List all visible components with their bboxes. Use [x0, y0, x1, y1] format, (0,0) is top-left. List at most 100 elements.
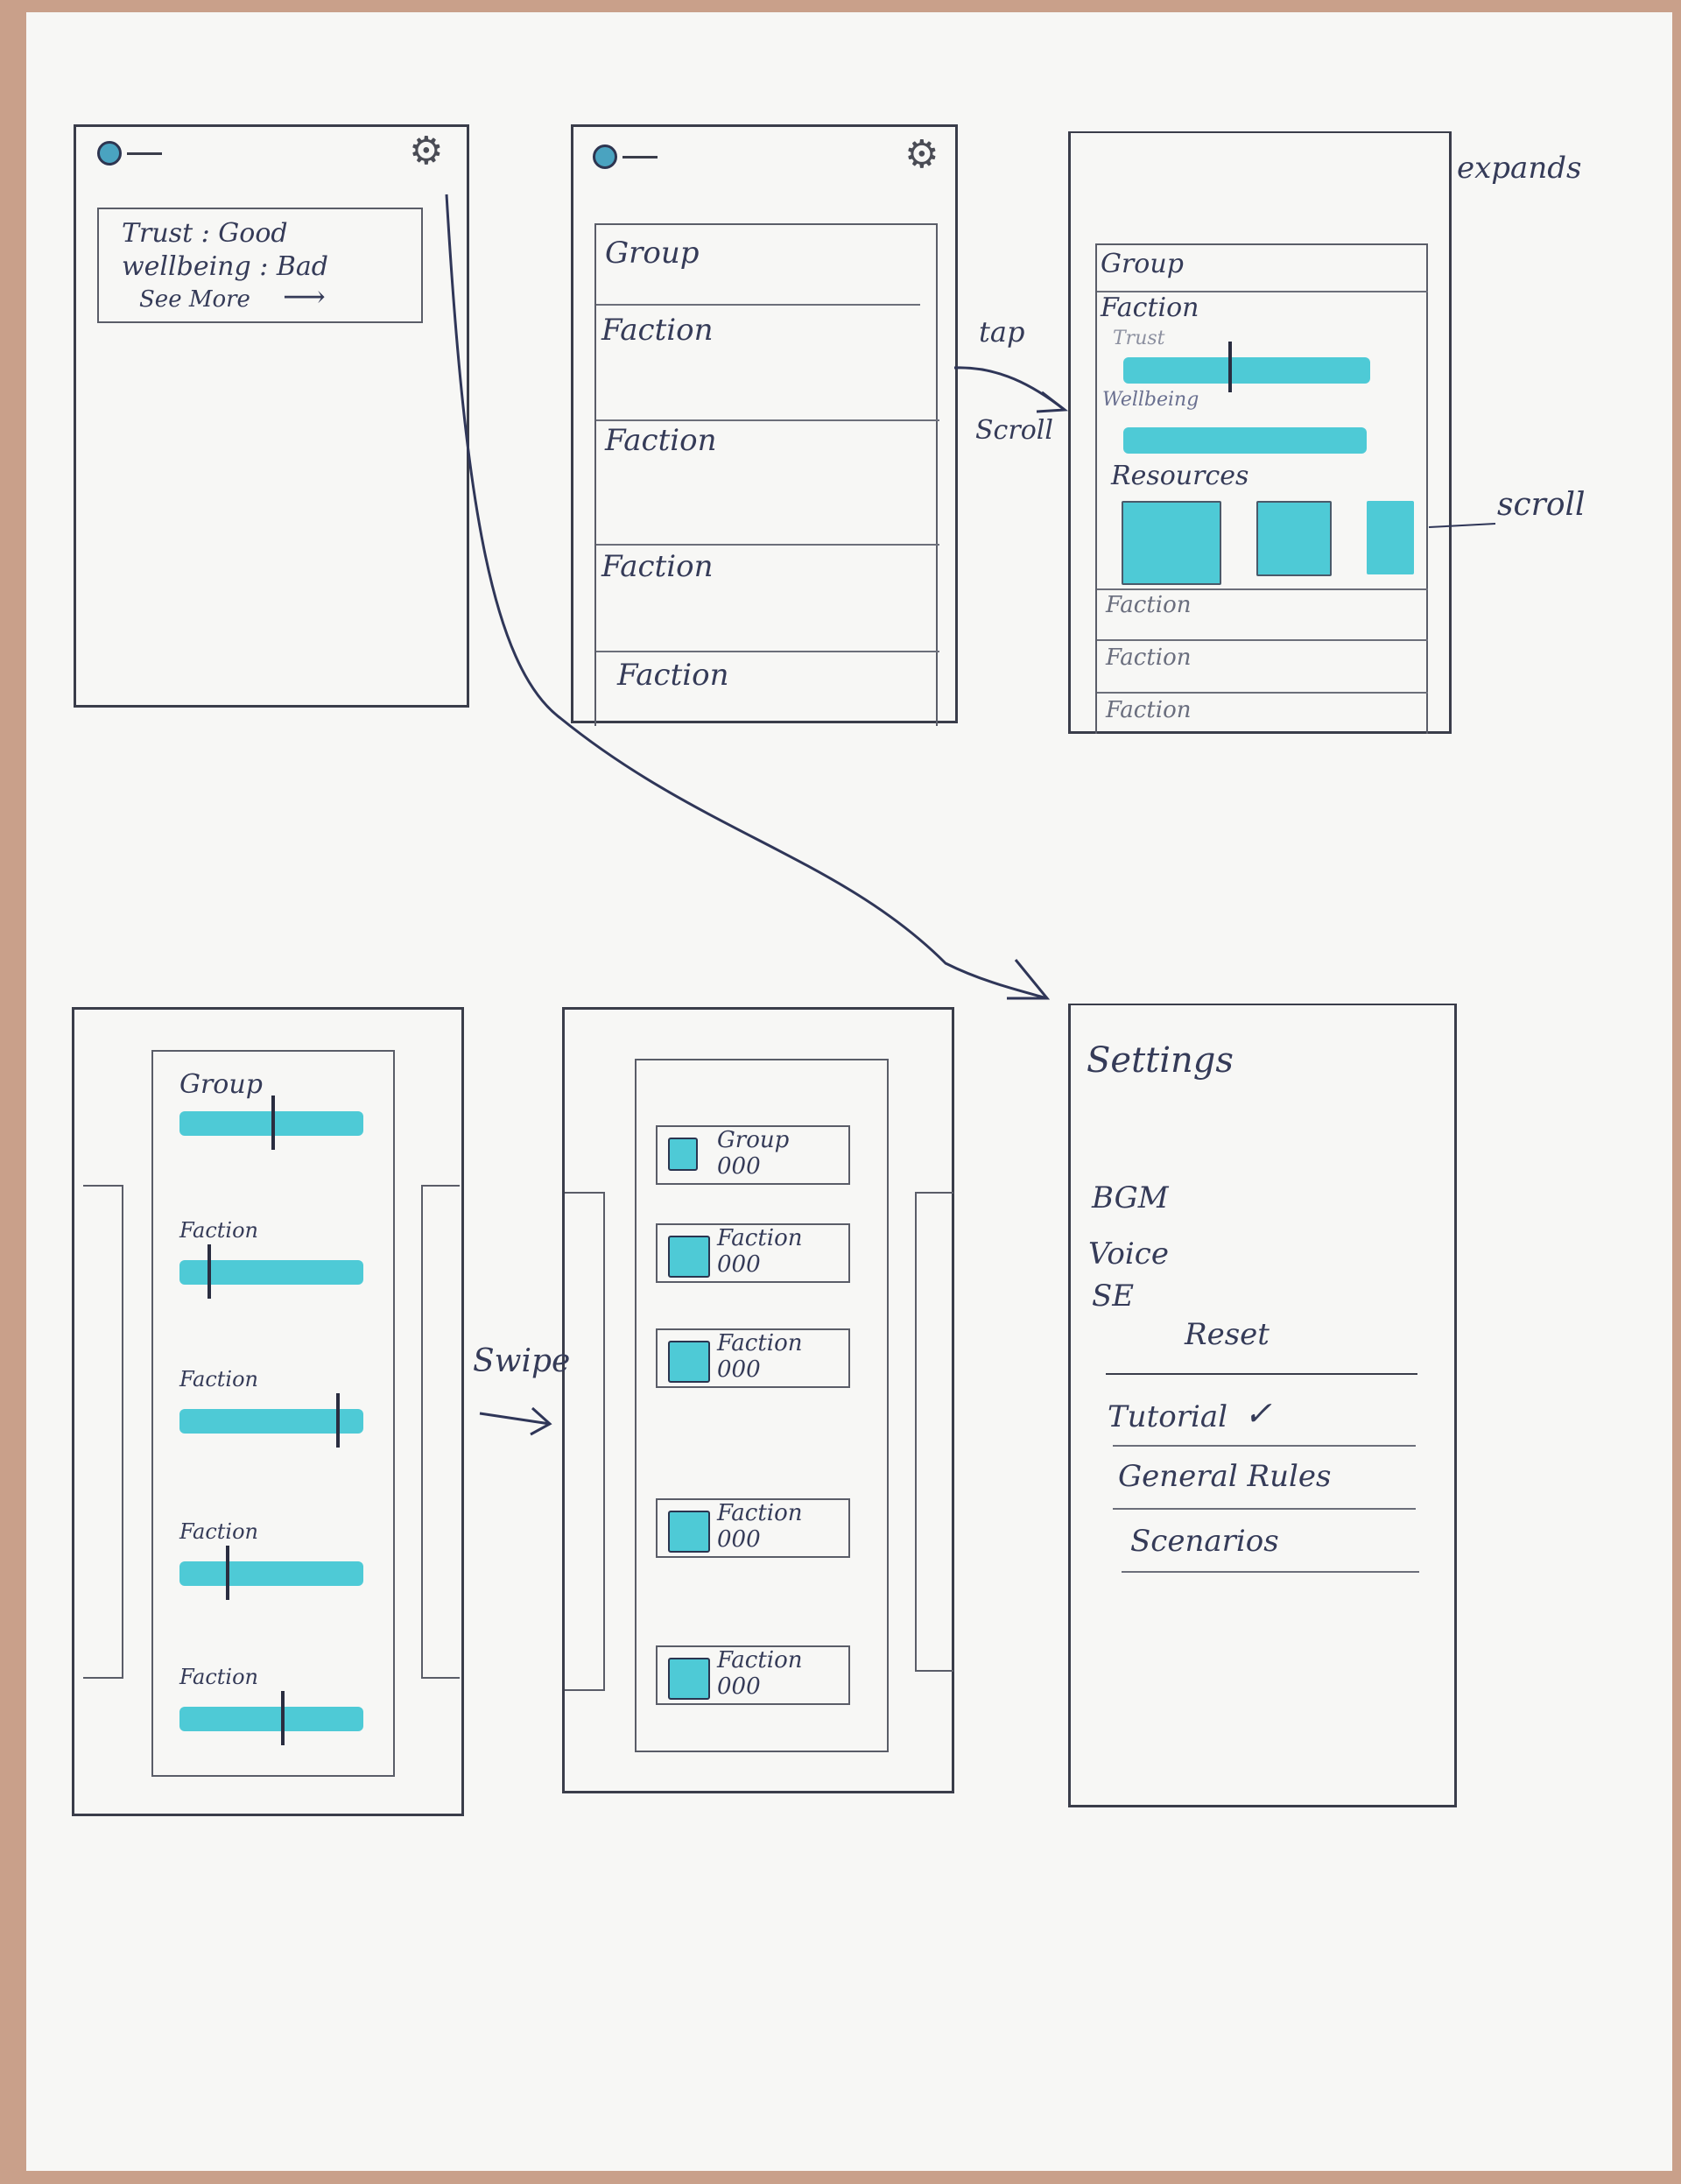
- general-rules-option[interactable]: General Rules: [1118, 1459, 1332, 1494]
- list-item[interactable]: Faction: [1106, 697, 1192, 723]
- divider: [1097, 291, 1428, 292]
- faction-avatar-icon: [668, 1658, 710, 1700]
- screen-settings: Settings BGM Voice SE Reset Tutorial ✓ G…: [1068, 1004, 1457, 1807]
- faction-card-label: Faction: [717, 1500, 803, 1526]
- screen-expanded: Group Faction Trust Wellbeing Resources …: [1068, 131, 1452, 734]
- faction-card-dots: 000: [717, 1356, 761, 1383]
- list-item[interactable]: Faction: [1106, 645, 1192, 671]
- faction-avatar-icon: [668, 1138, 698, 1171]
- status-popup[interactable]: Trust : Good wellbeing : Bad See More ⟶: [97, 208, 423, 323]
- settings-title: Settings: [1087, 1040, 1234, 1081]
- resources-scroll-arrow: [1428, 523, 1496, 528]
- faction-card-label: Faction: [717, 1330, 803, 1356]
- level-marker[interactable]: [271, 1096, 275, 1150]
- list-item[interactable]: Group: [605, 236, 700, 271]
- faction-card-label: Group: [717, 1127, 790, 1153]
- level-marker[interactable]: [281, 1691, 285, 1745]
- right-peek-card: [421, 1185, 460, 1679]
- paper-sheet: [26, 12, 1672, 2171]
- list-item[interactable]: Faction: [617, 658, 729, 693]
- divider: [596, 651, 939, 652]
- tutorial-option[interactable]: Tutorial: [1108, 1399, 1227, 1434]
- resource-card[interactable]: [1367, 501, 1414, 574]
- swipe-note: Swipe: [473, 1343, 571, 1379]
- faction-card-dots: 000: [717, 1153, 761, 1180]
- arrow-right-icon: ⟶: [283, 279, 326, 314]
- list-item[interactable]: Faction: [605, 423, 717, 458]
- trust-bar: [1123, 357, 1370, 384]
- faction-card-dots: 000: [717, 1673, 761, 1700]
- list-item[interactable]: Faction: [1106, 592, 1192, 618]
- se-option[interactable]: SE: [1092, 1279, 1135, 1314]
- wellbeing-label: Wellbeing: [1102, 389, 1199, 411]
- divider: [1113, 1445, 1416, 1447]
- divider: [1122, 1571, 1419, 1573]
- resource-card[interactable]: [1122, 501, 1221, 585]
- scroll-note: Scroll: [975, 415, 1053, 446]
- list-item-group[interactable]: Group: [1101, 249, 1184, 279]
- faction-avatar-icon: [668, 1511, 710, 1553]
- see-more-link[interactable]: See More: [139, 286, 250, 313]
- gear-icon[interactable]: ⚙: [409, 129, 444, 173]
- slider-label: Faction: [179, 1218, 258, 1243]
- gear-icon[interactable]: ⚙: [904, 132, 939, 177]
- faction-card-label: Faction: [717, 1647, 803, 1673]
- divider: [596, 544, 939, 546]
- swipe-arrowhead: [530, 1406, 552, 1436]
- faction-avatar-icon: [668, 1236, 710, 1278]
- level-bar[interactable]: [179, 1707, 363, 1731]
- trust-status: Trust : Good: [122, 218, 288, 249]
- trust-marker: [1228, 342, 1232, 392]
- resources-label: Resources: [1111, 461, 1249, 491]
- divider: [1113, 1508, 1416, 1510]
- divider: [1106, 1373, 1417, 1375]
- faction-card-dots: 000: [717, 1251, 761, 1278]
- bgm-option[interactable]: BGM: [1092, 1180, 1169, 1215]
- faction-avatar-icon: [668, 1341, 710, 1383]
- list-item-faction-expanded[interactable]: Faction: [1101, 292, 1199, 323]
- faction-list: Group Faction Faction Faction Faction: [594, 223, 939, 726]
- divider: [596, 304, 920, 306]
- divider: [596, 419, 939, 421]
- list-item[interactable]: Faction: [601, 313, 714, 348]
- list-item[interactable]: Faction: [601, 549, 714, 584]
- tap-note: tap: [979, 315, 1025, 349]
- left-peek-card: [565, 1192, 605, 1691]
- trust-label: Trust: [1113, 328, 1165, 349]
- divider: [1097, 692, 1428, 694]
- screen-list: ⚙ Group Faction Faction Faction Faction: [571, 124, 958, 726]
- wellbeing-status: wellbeing : Bad: [122, 251, 329, 282]
- resource-card[interactable]: [1256, 501, 1332, 576]
- level-bar[interactable]: [179, 1409, 363, 1434]
- expands-note: expands: [1457, 151, 1582, 186]
- expanded-list: Group Faction Trust Wellbeing Resources …: [1095, 243, 1428, 734]
- profile-icon[interactable]: [97, 141, 122, 166]
- level-marker[interactable]: [207, 1244, 211, 1299]
- resources-scroll-note: scroll: [1497, 487, 1586, 523]
- level-marker[interactable]: [226, 1546, 229, 1600]
- slider-label: Group: [179, 1069, 263, 1100]
- reset-button[interactable]: Reset: [1185, 1317, 1270, 1352]
- slider-label: Faction: [179, 1665, 258, 1689]
- level-marker[interactable]: [336, 1393, 340, 1448]
- dash-icon: [622, 156, 658, 159]
- tap-arrowhead: [1036, 391, 1069, 413]
- left-peek-card: [83, 1185, 123, 1679]
- profile-icon[interactable]: [593, 144, 617, 169]
- settings-arrowhead: [1007, 959, 1051, 1000]
- voice-option[interactable]: Voice: [1088, 1236, 1169, 1272]
- gear-to-settings-arrow: [445, 194, 1048, 1000]
- level-bar[interactable]: [179, 1561, 363, 1586]
- faction-card-label: Faction: [717, 1225, 803, 1251]
- divider: [1097, 639, 1428, 641]
- scenarios-option[interactable]: Scenarios: [1130, 1524, 1279, 1559]
